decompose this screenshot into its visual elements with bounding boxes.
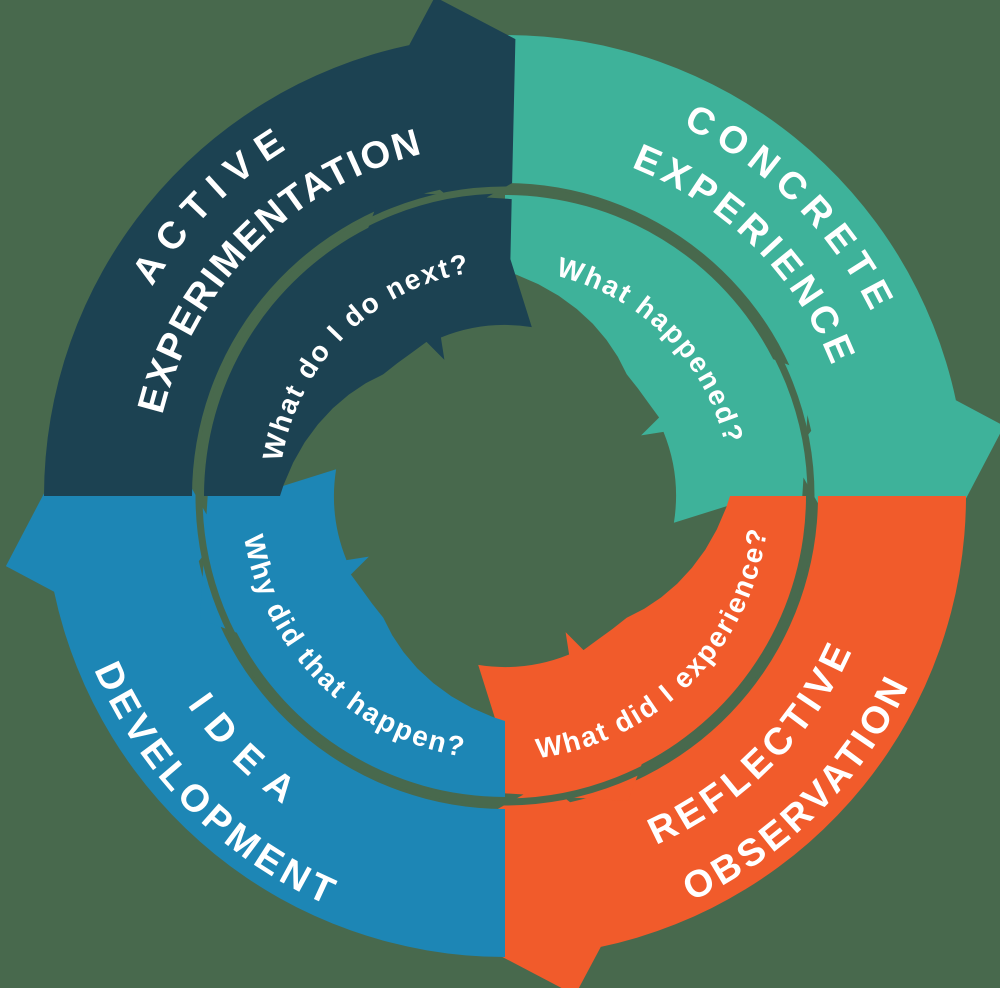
quadrant-concrete-experience <box>505 35 1000 523</box>
arrow-outer-concrete-experience <box>505 35 1000 507</box>
arrow-outer-idea-development <box>5 485 506 957</box>
arrow-inner-active-experimentation <box>204 191 532 496</box>
arrow-inner-reflective-observation <box>478 496 806 801</box>
arrow-inner-concrete-experience <box>505 195 810 523</box>
arrow-outer-reflective-observation <box>494 496 966 988</box>
band-divider-ring <box>195 186 815 806</box>
arrow-inner-idea-development <box>200 469 505 797</box>
quadrant-idea-development <box>5 469 506 957</box>
arrow-outer-active-experimentation <box>44 0 516 496</box>
quadrant-active-experimentation <box>44 0 532 496</box>
quadrant-reflective-observation <box>478 496 966 988</box>
